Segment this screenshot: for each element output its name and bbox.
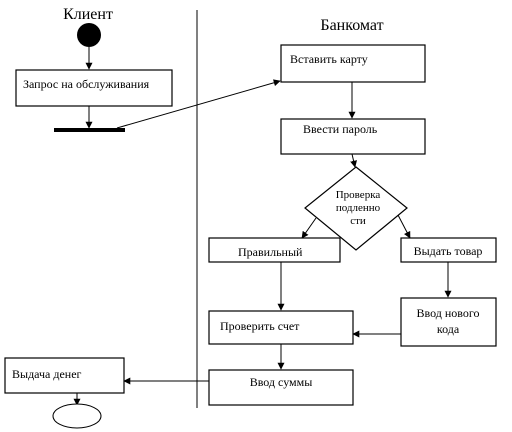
enter-amount-label: Ввод суммы: [250, 375, 313, 389]
insert-card-label: Вставить карту: [290, 52, 368, 66]
start-node: [77, 23, 101, 47]
edge-check-to-issue: [397, 214, 411, 239]
new-code-box: [400, 297, 497, 347]
check-label-line1: Проверка: [336, 189, 381, 201]
request-box: [15, 69, 173, 107]
edge-check-to-correct: [301, 217, 317, 239]
check-label-line3: сти: [350, 215, 366, 227]
insert-card-box: [280, 44, 426, 83]
new-code-line1: Ввод нового: [417, 306, 480, 320]
check-account-box: [208, 310, 354, 345]
enter-password-label: Ввести пароль: [303, 122, 378, 136]
correct-label: Правильный: [238, 245, 303, 259]
cash-out-box: [4, 357, 125, 394]
issue-goods-label: Выдать товар: [414, 244, 483, 258]
end-node: [52, 403, 102, 429]
new-code-line2: кода: [437, 322, 460, 336]
check-decision: [304, 166, 408, 251]
lane-title-client: Клиент: [63, 6, 113, 23]
fork-bar: [54, 128, 125, 132]
edge-password-to-check: [350, 153, 357, 168]
issue-goods-box: [400, 237, 497, 263]
check-account-label: Проверить счет: [220, 319, 300, 333]
enter-password-box: [280, 118, 426, 155]
lane-title-atm: Банкомат: [320, 17, 383, 34]
request-label: Запрос на обслуживания: [23, 77, 150, 91]
cash-out-label: Выдача денег: [12, 367, 82, 381]
check-label-line2: подленно: [336, 202, 381, 214]
edge-fork-to-insert-card: [116, 79, 281, 129]
enter-amount-box: [208, 369, 354, 406]
correct-box: [208, 237, 341, 263]
